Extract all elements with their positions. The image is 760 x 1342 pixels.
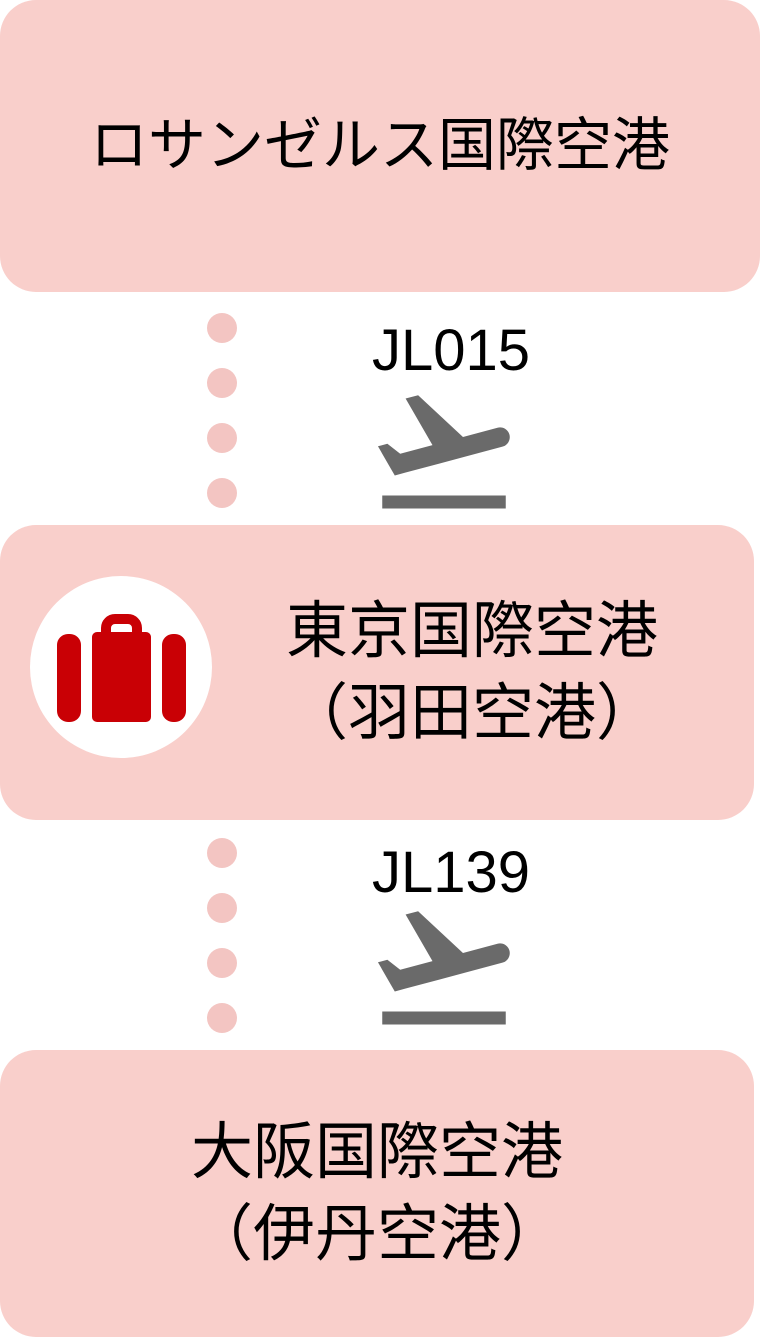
route-dotted-line xyxy=(207,838,237,1033)
airport-name: 東京国際空港 xyxy=(285,596,658,666)
route-dot xyxy=(207,1003,237,1033)
flight-takeoff-icon xyxy=(377,911,510,1025)
flight-segment-1: JL015 xyxy=(0,292,760,525)
airport-name-group: 東京国際空港 （羽田空港） xyxy=(190,591,754,755)
flight-segment-2: JL139 xyxy=(0,820,760,1050)
flight-number-label: JL139 xyxy=(371,840,531,905)
route-dot xyxy=(207,478,237,508)
baggage-icon xyxy=(56,614,186,722)
route-dot xyxy=(207,423,237,453)
airport-subname: （伊丹空港） xyxy=(190,1199,563,1269)
airport-box-layover: 東京国際空港 （羽田空港） xyxy=(0,525,754,820)
route-dot xyxy=(207,838,237,868)
flight-takeoff-icon xyxy=(377,395,510,509)
airport-box-origin: ロサンゼルス国際空港 xyxy=(0,0,760,292)
route-dot xyxy=(207,893,237,923)
airport-subname: （羽田空港） xyxy=(285,678,658,748)
route-dot xyxy=(207,368,237,398)
route-dot xyxy=(207,948,237,978)
airport-box-destination: 大阪国際空港 （伊丹空港） xyxy=(0,1050,754,1337)
route-dotted-line xyxy=(207,313,237,508)
baggage-claim-badge xyxy=(30,576,212,758)
airport-name-group: 大阪国際空港 （伊丹空港） xyxy=(0,1112,754,1276)
route-dot xyxy=(207,313,237,343)
airport-name: ロサンゼルス国際空港 xyxy=(89,113,670,179)
flight-number-label: JL015 xyxy=(371,318,531,383)
airport-name: 大阪国際空港 xyxy=(190,1117,563,1187)
